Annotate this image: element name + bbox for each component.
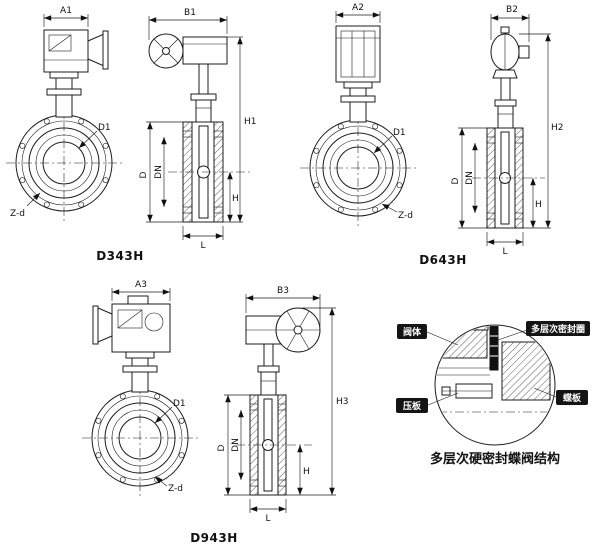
bolt-holes: [313, 123, 403, 213]
dim-label: A2: [352, 3, 364, 13]
part-label: 阀体: [403, 326, 422, 338]
leader-d1: D1: [373, 128, 406, 154]
d943h-front-view: A3 D1 Z-d: [82, 280, 198, 496]
leader-zd: Z-d: [154, 476, 183, 494]
dim-a3: A3: [111, 280, 171, 301]
neck: [122, 351, 158, 393]
dim-label: H: [535, 200, 542, 210]
dim-label: Z-d: [10, 209, 25, 219]
gearbox: [182, 36, 228, 65]
leader-d1: D1: [154, 399, 186, 424]
dim-label: A3: [135, 280, 147, 290]
model-label-d943h: D943H: [190, 531, 238, 545]
d343h-front-view: A1 D1 Z-d: [6, 6, 122, 221]
figure-d943h: A3 D1 Z-d: [82, 280, 349, 545]
bolt-holes: [95, 393, 185, 483]
d943h-side-view: B3 D DN H H3: [217, 286, 349, 524]
dim-dn: DN: [465, 143, 478, 213]
dim-h: H: [297, 445, 310, 495]
part-label: 多层次密封圈: [531, 323, 585, 335]
dim-label: Z-d: [398, 211, 413, 221]
dim-label: D1: [393, 128, 406, 138]
dim-label: D1: [173, 399, 186, 409]
neck: [340, 81, 376, 123]
part-label: 压板: [403, 400, 422, 412]
dim-label: D1: [98, 123, 111, 133]
handwheel-cone: [97, 307, 113, 343]
part-label: 蝶板: [563, 392, 582, 404]
stem: [190, 63, 217, 123]
dim-l: L: [486, 232, 524, 257]
d643h-side-view: B2 D DN H H2: [451, 5, 564, 257]
d343h-side-view: B1 D DN H H1: [139, 8, 257, 251]
model-label-d643h: D643H: [419, 253, 467, 267]
dim-b2: B2: [490, 5, 530, 42]
bolt-holes: [19, 118, 109, 208]
leader-zd: Z-d: [10, 192, 41, 219]
dim-label: H: [232, 194, 239, 204]
d643h-front-view: A2 D1 Z-d: [300, 3, 416, 226]
dim-a2: A2: [335, 3, 381, 23]
dim-label: H2: [551, 123, 564, 133]
dim-label: A1: [60, 6, 72, 16]
dim-b3: B3: [245, 286, 321, 326]
dim-label: L: [265, 514, 270, 524]
model-label-d343h: D343H: [96, 249, 144, 263]
dim-h2: H2: [519, 33, 564, 229]
dim-l: L: [249, 499, 287, 524]
dim-label: DN: [465, 171, 475, 185]
dim-d: D: [217, 394, 250, 496]
handwheel-cone: [87, 33, 105, 67]
dim-label: B2: [506, 5, 518, 15]
dim-label: DN: [231, 438, 241, 452]
dim-label: H1: [244, 117, 257, 127]
dim-a1: A1: [43, 6, 89, 27]
electric-actuator: [92, 295, 171, 353]
valve-body: [168, 121, 252, 223]
dim-label: H: [303, 467, 310, 477]
detail-view: 阀体 多层次密封圈 压板 蝶板 多层次硬密封蝶阀结构: [396, 321, 590, 467]
dim-dn: DN: [231, 410, 244, 480]
valve-body: [472, 127, 545, 229]
dim-label: H3: [336, 397, 349, 407]
actuator-top: [490, 26, 530, 79]
pneumatic-actuator: [335, 25, 381, 83]
figure-d343h: A1 D1 Z-d: [6, 6, 257, 263]
seal-stack: [489, 326, 499, 371]
valve-body: [236, 394, 312, 496]
dim-label: D: [217, 444, 227, 451]
stem: [494, 77, 517, 129]
stem: [257, 343, 280, 396]
label-disc-plate: 蝶板: [533, 387, 588, 405]
label-valve-body: 阀体: [397, 324, 459, 346]
dim-l: L: [182, 226, 224, 251]
label-seal-ring: 多层次密封圈: [497, 321, 590, 341]
dim-d: D: [451, 127, 487, 229]
handwheel: [148, 33, 184, 69]
leader-d1: D1: [78, 123, 111, 149]
handwheel: [275, 307, 321, 353]
detail-caption: 多层次硬密封蝶阀结构: [430, 451, 560, 467]
dim-dn: DN: [154, 137, 167, 207]
neck: [46, 71, 82, 118]
dim-h: H: [530, 178, 542, 228]
dim-label: B1: [184, 8, 196, 18]
leader-zd: Z-d: [381, 203, 413, 221]
dim-b1: B1: [148, 8, 228, 40]
dim-label: D: [139, 171, 149, 178]
dim-label: L: [502, 247, 507, 257]
dim-d: D: [139, 121, 183, 223]
label-pressure-plate: 压板: [396, 392, 459, 413]
figure-d643h: A2 D1 Z-d: [300, 3, 564, 267]
dim-label: DN: [154, 165, 164, 179]
dim-label: L: [200, 241, 205, 251]
dim-label: Z-d: [168, 484, 183, 494]
dim-label: B3: [277, 286, 289, 296]
dim-label: D: [451, 177, 461, 184]
gear-actuator: [43, 29, 109, 73]
dim-h3: H3: [286, 307, 349, 496]
dim-h1: H1: [223, 36, 257, 223]
dim-h: H: [227, 172, 239, 222]
